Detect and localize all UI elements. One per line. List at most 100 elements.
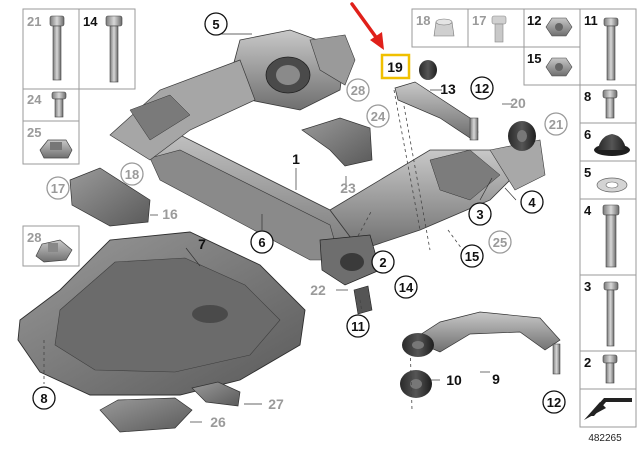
- top-right-parts-panel: 18 17 12 15: [411, 8, 581, 86]
- callout-circle-5: 5: [204, 12, 228, 36]
- callout-8: 8: [40, 391, 47, 406]
- control-arm-13: [394, 60, 479, 141]
- leader-lines: [150, 33, 517, 423]
- callout-circle-11: 11: [346, 314, 370, 338]
- callout-12b: 12: [547, 395, 561, 410]
- right-col-label-8: 8: [584, 89, 591, 104]
- callout-19-highlighted[interactable]: 19: [380, 53, 411, 80]
- left-panel-label-25: 25: [27, 125, 41, 140]
- right-col-label-3: 3: [584, 279, 591, 294]
- callout-circle-15: 15: [460, 244, 484, 268]
- top-panel-label-18: 18: [416, 13, 430, 28]
- callout-16: 16: [162, 206, 178, 222]
- callout-15: 15: [465, 249, 479, 264]
- callout-9: 9: [492, 371, 500, 387]
- rubber-mount-20: [508, 121, 536, 151]
- nut-18-icon: [433, 18, 455, 37]
- highlight-box: [380, 53, 411, 80]
- callout-3: 3: [476, 207, 483, 222]
- right-parts-column: 11 8 6 5 4 3 2: [579, 8, 637, 428]
- nut-12-icon: [545, 17, 573, 37]
- clip-25-icon: [39, 139, 73, 159]
- callout-circle-2: 2: [371, 250, 395, 274]
- shield-26: [99, 397, 193, 433]
- bolt-24-icon: [51, 91, 67, 118]
- callout-circle-25: 25: [488, 230, 512, 254]
- bolt-17-icon: [491, 15, 507, 43]
- nut-15-icon: [545, 57, 573, 77]
- top-panel-label-17: 17: [472, 13, 486, 28]
- callout-circle-14: 14: [394, 275, 418, 299]
- callout-27: 27: [268, 396, 284, 412]
- red-arrow-icon: [350, 2, 384, 50]
- callout-circle-12a: 12: [470, 76, 494, 100]
- callout-14: 14: [399, 280, 414, 295]
- callout-26: 26: [210, 414, 226, 430]
- callout-10: 10: [446, 372, 462, 388]
- bolt-11-icon: [603, 17, 619, 81]
- callout-circle-24: 24: [366, 104, 390, 128]
- callout-13: 13: [440, 81, 456, 97]
- callout-24: 24: [371, 109, 386, 124]
- bushing-10: [400, 333, 434, 398]
- callout-2: 2: [379, 255, 386, 270]
- callout-23: 23: [340, 180, 356, 196]
- bracket-23: [301, 117, 373, 167]
- right-col-label-5: 5: [584, 165, 591, 180]
- shield-16: [69, 167, 151, 227]
- right-col-label-4: 4: [584, 203, 592, 218]
- callout-18: 18: [125, 167, 139, 182]
- callout-19: 19: [387, 59, 403, 75]
- right-col-label-2: 2: [584, 355, 591, 370]
- left-panel-label-24: 24: [27, 92, 42, 107]
- callout-25: 25: [493, 235, 507, 250]
- front-axle-subframe: [109, 29, 546, 315]
- callout-20: 20: [510, 95, 526, 111]
- callout-circle-8: 8: [32, 386, 56, 410]
- callout-28: 28: [351, 83, 365, 98]
- top-panel-label-12: 12: [527, 13, 541, 28]
- callout-7: 7: [198, 236, 206, 252]
- callout-circle-4: 4: [520, 190, 544, 214]
- right-col-label-11: 11: [584, 13, 598, 28]
- top-panel-label-15: 15: [527, 51, 541, 66]
- left-panel-label-28: 28: [27, 230, 41, 245]
- callout-22: 22: [310, 282, 326, 298]
- callout-21: 21: [549, 117, 563, 132]
- bolt-8-icon: [602, 89, 618, 119]
- left-panel-label-14: 14: [83, 14, 98, 29]
- shield-27: [191, 381, 241, 407]
- bolt-4-icon: [602, 204, 620, 268]
- diagram-id: 482265: [588, 433, 622, 444]
- callout-circle-18: 18: [120, 162, 144, 186]
- callout-4: 4: [528, 195, 536, 210]
- callout-17: 17: [51, 181, 65, 196]
- callouts: 1 7 13 9 10 20 22 23 16 26 27 5 6 8 2 3: [32, 12, 568, 430]
- repair-arrow-icon: [584, 398, 632, 420]
- underbody-shield-7: [17, 231, 306, 396]
- callout-1: 1: [292, 151, 300, 167]
- bolt-14-icon: [105, 15, 123, 83]
- callout-circle-21: 21: [544, 112, 568, 136]
- callout-circle-3: 3: [468, 202, 492, 226]
- bolt-21-icon: [49, 15, 65, 81]
- callout-circle-17: 17: [46, 176, 70, 200]
- left-panel-label-21: 21: [27, 14, 41, 29]
- wishbone-9: [411, 311, 561, 375]
- callout-6: 6: [258, 235, 265, 250]
- bolt-3-icon: [603, 281, 619, 347]
- clip-28-icon: [35, 239, 73, 263]
- callout-circle-12b: 12: [542, 390, 566, 414]
- callout-12a: 12: [475, 81, 489, 96]
- left-parts-panel: 21 14 24 25 28: [22, 8, 136, 267]
- callout-circle-6: 6: [250, 230, 274, 254]
- callout-5: 5: [212, 17, 219, 32]
- callout-11: 11: [351, 319, 365, 334]
- washer-5-icon: [596, 177, 628, 193]
- bump-stop-6-icon: [594, 134, 630, 156]
- callout-circle-28: 28: [346, 78, 370, 102]
- bolt-2-icon: [602, 354, 618, 384]
- right-col-label-6: 6: [584, 127, 591, 142]
